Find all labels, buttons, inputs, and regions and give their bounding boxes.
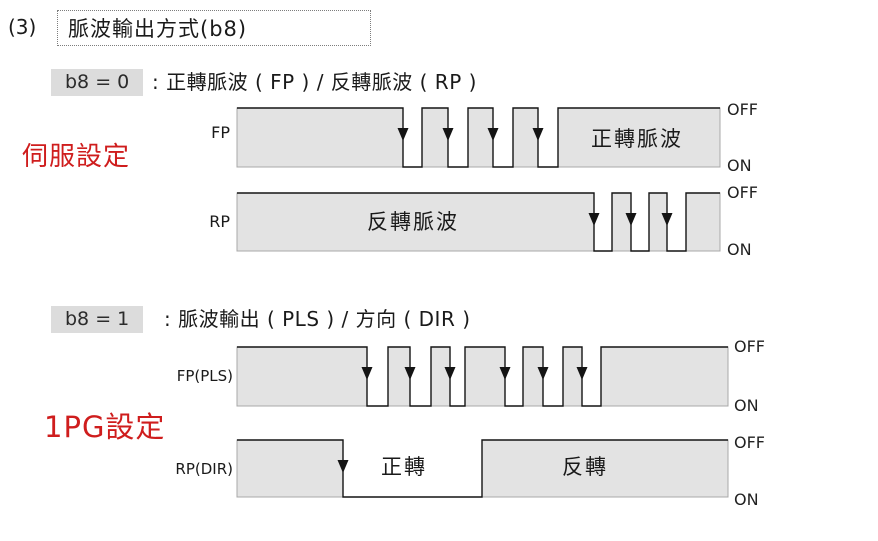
b8-0-chip: b8 = 0 [51, 69, 144, 96]
signal-label-rp: RP [209, 212, 230, 231]
falling-edge-arrow-icon [576, 367, 588, 380]
falling-edge-arrow-icon [397, 128, 409, 141]
falling-edge-arrow-icon [404, 367, 416, 380]
section-title: 脈波輸出方式(b8) [68, 17, 248, 41]
falling-edge-arrow-icon [487, 128, 499, 141]
signal-label-fp-pls: FP(PLS) [176, 367, 233, 385]
rp-on-label: ON [727, 240, 752, 259]
b8-1-chip: b8 = 1 [51, 306, 144, 333]
waveform-line-RP(DIR) [237, 439, 728, 498]
b8-1-description: : 脈波輸出 ( PLS ) / 方向 ( DIR ) [164, 307, 471, 331]
fp-forward-pulse-annotation: 正轉脈波 [591, 127, 683, 151]
waveform-fill-FP(PLS) [236, 346, 729, 407]
dir-forward-annotation: 正轉 [381, 455, 427, 479]
servo-setting-label: 伺服設定 [22, 142, 131, 172]
b8-0-description: : 正轉脈波 ( FP ) / 反轉脈波 ( RP ) [152, 70, 477, 94]
dir-reverse-annotation: 反轉 [562, 455, 608, 479]
signal-label-rp-dir: RP(DIR) [175, 460, 233, 478]
falling-edge-arrow-icon [588, 213, 600, 226]
falling-edge-arrow-icon [661, 213, 673, 226]
fp-off-label: OFF [727, 100, 758, 119]
falling-edge-arrow-icon [442, 128, 454, 141]
rp-off-label: OFF [727, 183, 758, 202]
waveform-line-RP [237, 192, 720, 252]
falling-edge-arrow-icon [444, 367, 456, 380]
signal-label-fp: FP [211, 123, 230, 142]
fp-pls-off-label: OFF [734, 337, 765, 356]
1pg-setting-label: 1PG設定 [44, 410, 166, 444]
fp-on-label: ON [727, 156, 752, 175]
waveform-line-FP(PLS) [237, 346, 728, 407]
falling-edge-arrow-icon [532, 128, 544, 141]
item-number: (3) [8, 15, 37, 39]
rp-dir-on-label: ON [734, 490, 759, 509]
section-title-box: 脈波輸出方式(b8) [57, 10, 371, 46]
rp-reverse-pulse-annotation: 反轉脈波 [367, 210, 459, 234]
falling-edge-arrow-icon [337, 460, 349, 473]
falling-edge-arrow-icon [361, 367, 373, 380]
rp-dir-off-label: OFF [734, 433, 765, 452]
fp-pls-on-label: ON [734, 396, 759, 415]
falling-edge-arrow-icon [499, 367, 511, 380]
falling-edge-arrow-icon [625, 213, 637, 226]
falling-edge-arrow-icon [537, 367, 549, 380]
waveform-line-FP [237, 107, 720, 168]
